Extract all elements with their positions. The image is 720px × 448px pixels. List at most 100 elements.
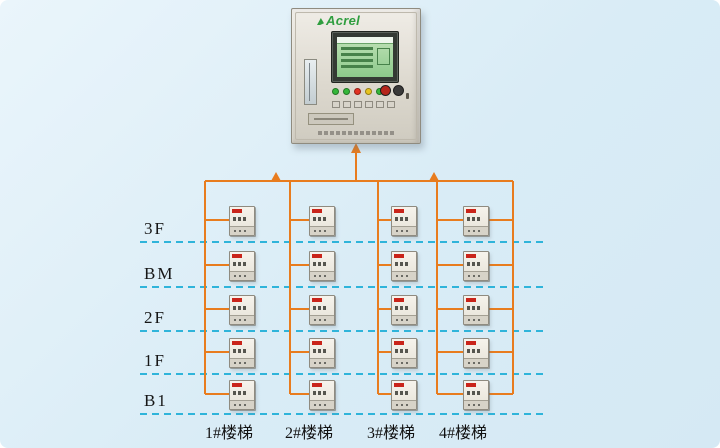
staircase-label-1: 1#楼梯 xyxy=(204,425,253,442)
floor-label-1f: 1F xyxy=(144,351,166,370)
device-base xyxy=(310,315,334,324)
nameplate-text xyxy=(318,131,394,135)
device-base xyxy=(392,400,416,409)
device-col1-row4 xyxy=(229,338,255,368)
device-red-mark xyxy=(232,298,242,302)
device-red-mark xyxy=(466,209,476,213)
acrel-logo: Acrel xyxy=(317,13,360,28)
device-col4-row4 xyxy=(463,338,489,368)
device-col3-row3 xyxy=(391,295,417,325)
led-green xyxy=(332,88,339,95)
device-col3-row5 xyxy=(391,380,417,410)
bus-arrow-up-left xyxy=(271,172,281,181)
device-base xyxy=(310,226,334,235)
key-button xyxy=(332,101,340,108)
device-col2-row5 xyxy=(309,380,335,410)
device-base xyxy=(392,315,416,324)
floor-label-bm: BM xyxy=(144,264,175,283)
keypad xyxy=(332,101,395,108)
device-base xyxy=(230,226,254,235)
device-terminals xyxy=(467,262,480,266)
device-col4-row1 xyxy=(463,206,489,236)
controller-cabinet: Acrel xyxy=(291,8,421,144)
device-terminals xyxy=(467,306,480,310)
device-red-mark xyxy=(312,298,322,302)
key-button xyxy=(387,101,395,108)
device-red-mark xyxy=(394,341,404,345)
device-red-mark xyxy=(232,254,242,258)
device-col4-row5 xyxy=(463,380,489,410)
device-terminals xyxy=(233,306,246,310)
device-red-mark xyxy=(466,254,476,258)
button-red xyxy=(380,85,391,96)
device-terminals xyxy=(467,217,480,221)
device-terminals xyxy=(395,217,408,221)
device-base xyxy=(392,358,416,367)
device-terminals xyxy=(395,391,408,395)
device-base xyxy=(464,400,488,409)
device-base xyxy=(392,271,416,280)
device-red-mark xyxy=(466,341,476,345)
device-base xyxy=(230,400,254,409)
led-red xyxy=(354,88,361,95)
device-terminals xyxy=(467,349,480,353)
device-red-mark xyxy=(312,383,322,387)
lcd-display xyxy=(337,37,393,77)
device-red-mark xyxy=(312,341,322,345)
device-col4-row3 xyxy=(463,295,489,325)
printer-slot xyxy=(308,113,354,125)
device-col3-row4 xyxy=(391,338,417,368)
device-red-mark xyxy=(466,298,476,302)
button-dark xyxy=(393,85,404,96)
device-terminals xyxy=(313,306,326,310)
key-button xyxy=(365,101,373,108)
device-red-mark xyxy=(466,383,476,387)
device-base xyxy=(230,271,254,280)
device-col1-row3 xyxy=(229,295,255,325)
device-terminals xyxy=(395,349,408,353)
device-terminals xyxy=(313,349,326,353)
device-terminals xyxy=(313,217,326,221)
device-terminals xyxy=(233,217,246,221)
device-red-mark xyxy=(312,254,322,258)
lcd-line xyxy=(341,53,374,56)
device-terminals xyxy=(395,262,408,266)
device-terminals xyxy=(313,391,326,395)
device-base xyxy=(464,271,488,280)
device-terminals xyxy=(233,349,246,353)
device-red-mark xyxy=(232,383,242,387)
device-terminals xyxy=(233,391,246,395)
lcd-line xyxy=(341,65,374,68)
device-base xyxy=(464,358,488,367)
device-red-mark xyxy=(312,209,322,213)
device-terminals xyxy=(467,391,480,395)
device-col2-row1 xyxy=(309,206,335,236)
device-col3-row2 xyxy=(391,251,417,281)
staircase-label-2: 2#楼梯 xyxy=(284,425,333,442)
device-terminals xyxy=(313,262,326,266)
device-base xyxy=(464,226,488,235)
level-meter xyxy=(304,59,317,105)
device-base xyxy=(310,271,334,280)
key-button xyxy=(343,101,351,108)
led-yellow xyxy=(365,88,372,95)
device-red-mark xyxy=(394,209,404,213)
device-base xyxy=(310,358,334,367)
device-base xyxy=(310,400,334,409)
device-red-mark xyxy=(232,341,242,345)
key-button xyxy=(354,101,362,108)
device-col2-row3 xyxy=(309,295,335,325)
lcd-line xyxy=(341,47,374,50)
device-red-mark xyxy=(394,383,404,387)
floor-label-2f: 2F xyxy=(144,308,166,327)
device-col2-row2 xyxy=(309,251,335,281)
led-green xyxy=(343,88,350,95)
staircase-label-4: 4#楼梯 xyxy=(438,425,487,442)
device-base xyxy=(392,226,416,235)
keyhole xyxy=(406,93,409,99)
device-red-mark xyxy=(232,209,242,213)
lcd-line xyxy=(341,59,374,62)
device-base xyxy=(464,315,488,324)
lcd-header xyxy=(337,37,393,44)
